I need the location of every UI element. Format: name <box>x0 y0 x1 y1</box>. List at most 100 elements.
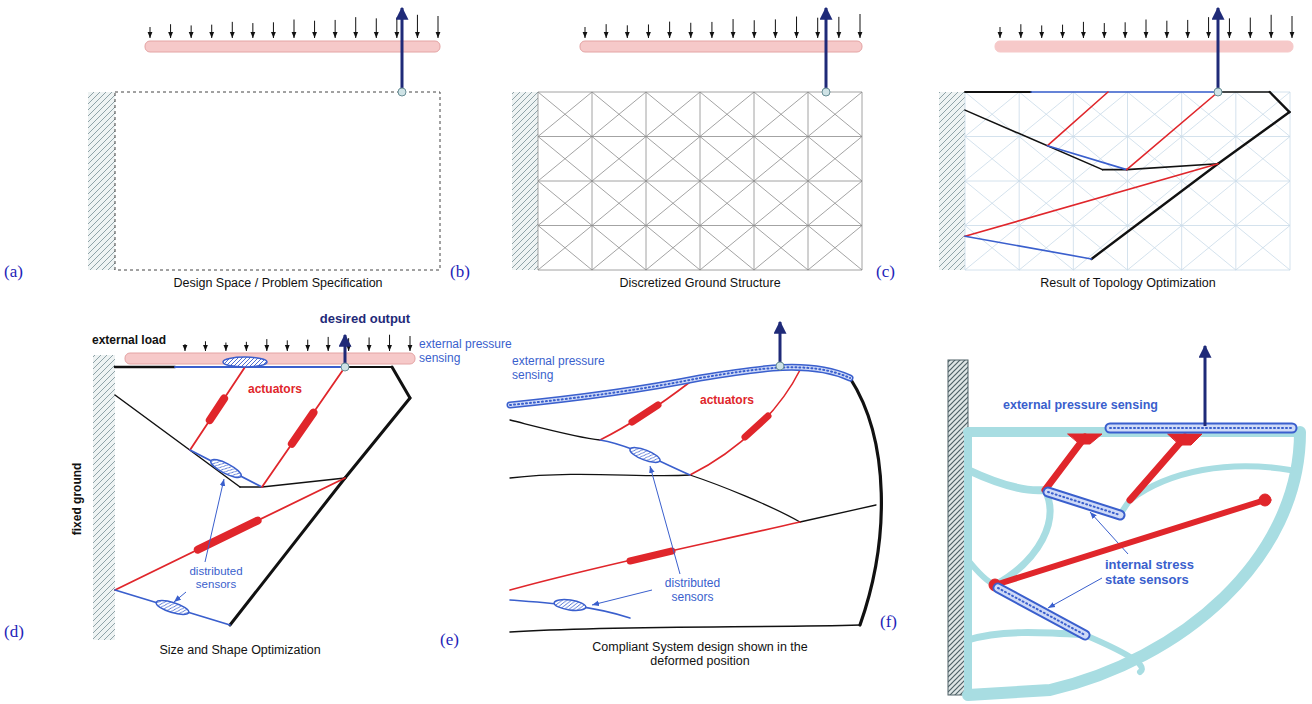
ground-structure <box>538 92 862 270</box>
load-arrow <box>252 23 253 38</box>
grid-member <box>965 137 1019 182</box>
grid-member <box>592 226 646 271</box>
truss-member <box>965 236 1092 259</box>
truss-member <box>262 478 345 487</box>
grid-member <box>700 181 754 226</box>
load-arrow <box>185 344 186 351</box>
load-arrow <box>191 25 192 38</box>
grid-member <box>808 92 862 137</box>
panel-caption: Discretized Ground Structure <box>550 276 850 290</box>
truss-member <box>115 395 240 487</box>
output-label: desired output <box>310 312 420 327</box>
grid-member <box>646 181 700 226</box>
grid-member <box>538 181 592 226</box>
external-load <box>150 14 1292 351</box>
design-space <box>115 92 440 270</box>
load-arrow <box>150 27 151 38</box>
truss-member <box>230 478 345 625</box>
grid-member <box>646 92 700 137</box>
load-arrow <box>232 22 233 38</box>
grid-member <box>646 226 700 271</box>
load-arrow <box>376 18 377 38</box>
truss-member <box>115 366 175 369</box>
sensor-label: distributed sensors <box>655 577 730 605</box>
fixed-wall <box>948 360 968 695</box>
grid-member <box>808 226 862 271</box>
load-arrow <box>733 19 734 38</box>
load-arrow <box>1020 24 1021 38</box>
load-arrow <box>170 24 171 38</box>
grid-member <box>538 181 592 226</box>
grid-member <box>538 137 592 182</box>
load-arrow <box>627 25 628 38</box>
actuator <box>292 413 314 444</box>
grid-member <box>1182 226 1236 271</box>
grid-member <box>754 181 808 226</box>
load-arrow <box>273 22 274 38</box>
grid-member <box>1182 92 1236 137</box>
panel-caption: Size and Shape Optimization <box>130 643 350 657</box>
load-arrow <box>817 18 818 38</box>
grid-member <box>646 137 700 182</box>
grid-member <box>754 226 808 271</box>
actuator <box>989 434 1271 591</box>
truss-member <box>345 398 410 478</box>
actuator <box>210 399 224 421</box>
grid-member <box>1182 137 1236 182</box>
load-arrow <box>205 341 206 351</box>
load-arrow <box>1187 20 1188 38</box>
grid-member <box>808 181 862 226</box>
grid-member <box>1073 137 1127 182</box>
load-arrow <box>355 17 356 38</box>
grid-member <box>754 181 808 226</box>
actuator-label: actuators <box>248 383 302 397</box>
grid-member <box>592 92 646 137</box>
grid-member <box>1128 226 1182 271</box>
leader-line <box>174 466 1128 608</box>
optimized-truss <box>115 367 410 625</box>
distributed-sensor <box>209 456 244 480</box>
grid-member <box>538 92 592 137</box>
grid-member <box>754 226 808 271</box>
truss-member <box>190 367 245 450</box>
load-arrow <box>335 20 336 38</box>
grid-member <box>700 92 754 137</box>
load-arrow <box>754 20 755 38</box>
panel-letter: (c) <box>876 262 895 282</box>
load-bar <box>580 41 862 52</box>
grid-member <box>1182 181 1236 226</box>
fixed-wall <box>93 355 115 640</box>
grid-member <box>646 226 700 271</box>
stress-sensor <box>998 428 1292 635</box>
grid-member <box>965 181 1019 226</box>
load-arrow <box>1083 22 1084 38</box>
fixed-wall <box>88 92 115 270</box>
grid-member <box>965 226 1019 271</box>
compliant-structure <box>968 432 1300 695</box>
truss-member <box>1092 164 1219 259</box>
load-arrow <box>1146 20 1147 39</box>
grid-member <box>1073 226 1127 271</box>
grid-member <box>592 137 646 182</box>
load-arrow <box>1208 17 1209 38</box>
grid-member <box>1073 226 1127 271</box>
load-arrow <box>860 14 861 38</box>
grid-member <box>1236 137 1290 182</box>
load-arrow <box>1166 21 1167 38</box>
truss-member <box>1127 164 1218 170</box>
load-bar <box>125 353 415 364</box>
grid-member <box>1128 226 1182 271</box>
load-arrow <box>369 337 370 351</box>
grid-member <box>1182 137 1236 182</box>
grid-member <box>1019 137 1073 182</box>
panel-letter: (e) <box>440 630 459 650</box>
optimized-truss <box>965 92 1290 259</box>
grid-member <box>965 137 1019 182</box>
truss-member <box>190 450 262 487</box>
grid-member <box>754 92 808 137</box>
load-bar <box>995 41 1293 52</box>
load-arrow <box>1271 15 1272 38</box>
grid-member <box>1128 137 1182 182</box>
grid-member <box>700 137 754 182</box>
